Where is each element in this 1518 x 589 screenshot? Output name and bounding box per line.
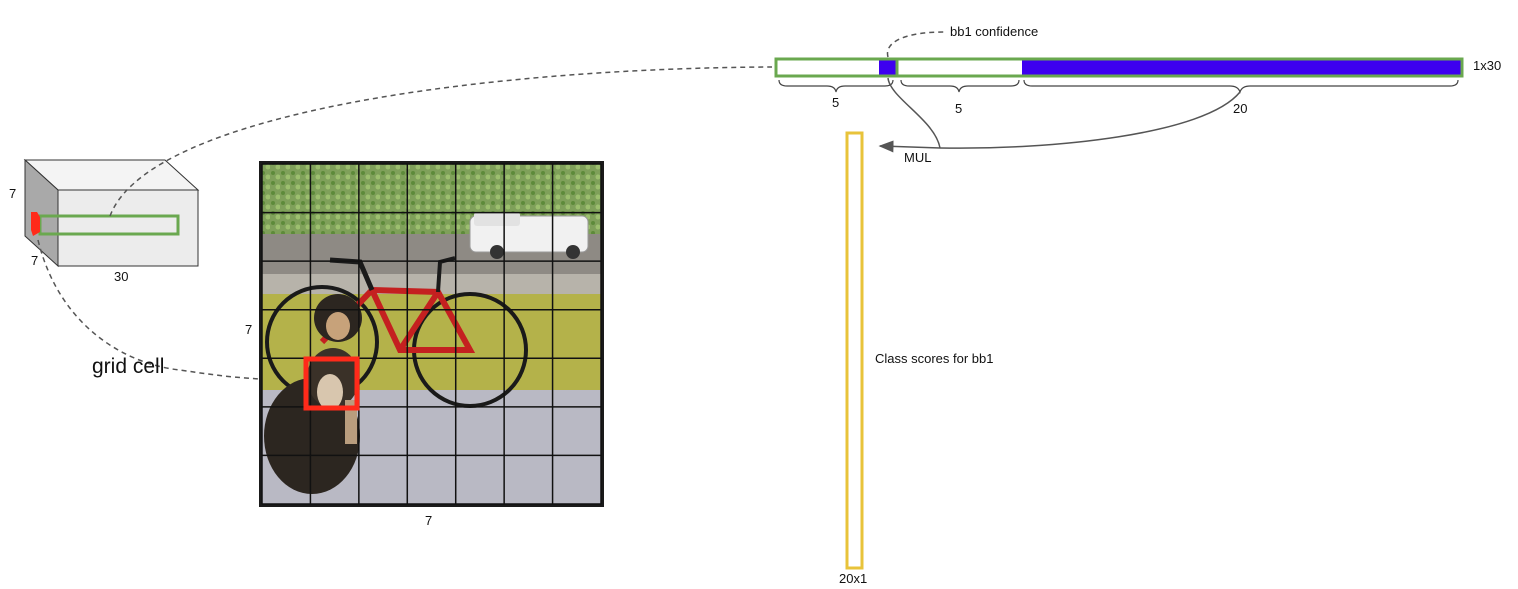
grid-cell-label: grid cell [92, 355, 164, 378]
image-bottom-label: 7 [425, 513, 432, 528]
highlighted-grid-cell [303, 356, 360, 411]
vector-outline [774, 57, 1464, 78]
mul-label: MUL [904, 150, 931, 165]
output-tensor: 7 7 30 [9, 158, 200, 284]
column-size-label: 20x1 [839, 571, 867, 586]
brace-bb2 [900, 79, 1020, 93]
class-scores-column [845, 131, 864, 570]
brace-bb1 [778, 79, 894, 93]
vector-segment-bb1-confidence [879, 59, 897, 76]
grid-cell-marker [31, 212, 40, 236]
brace-classes [1023, 79, 1459, 94]
brace-bb1-label: 5 [832, 95, 839, 110]
brace-bb2-label: 5 [955, 101, 962, 116]
vector-size-label: 1x30 [1473, 58, 1501, 73]
mul-connector-classes [939, 91, 1241, 149]
vector-segment-class-probs [1022, 59, 1462, 76]
class-scores-label: Class scores for bb1 [875, 351, 994, 366]
mul-connector-confidence [887, 77, 941, 149]
input-image: 7 7 [245, 161, 604, 528]
brace-classes-label: 20 [1233, 101, 1247, 116]
tensor-depth-label: 30 [114, 269, 128, 284]
bb1-confidence-connector [886, 31, 945, 58]
bb1-confidence-label: bb1 confidence [950, 24, 1038, 39]
tensor-to-image-connector [37, 239, 303, 381]
tensor-side-face [24, 158, 59, 268]
tensor-height-label: 7 [9, 186, 16, 201]
tensor-to-vector-connector [109, 66, 773, 217]
bicycle [265, 256, 528, 408]
white-truck [469, 212, 589, 259]
vector-segment-bb1 [776, 59, 880, 76]
mul-arrow [878, 140, 941, 153]
tensor-width-label: 7 [31, 253, 38, 268]
image-side-label: 7 [245, 322, 252, 337]
prediction-vector: 1x30 5 5 20 [774, 57, 1501, 116]
vector-segment-bb2 [897, 59, 1022, 76]
sidewalk [262, 274, 601, 294]
